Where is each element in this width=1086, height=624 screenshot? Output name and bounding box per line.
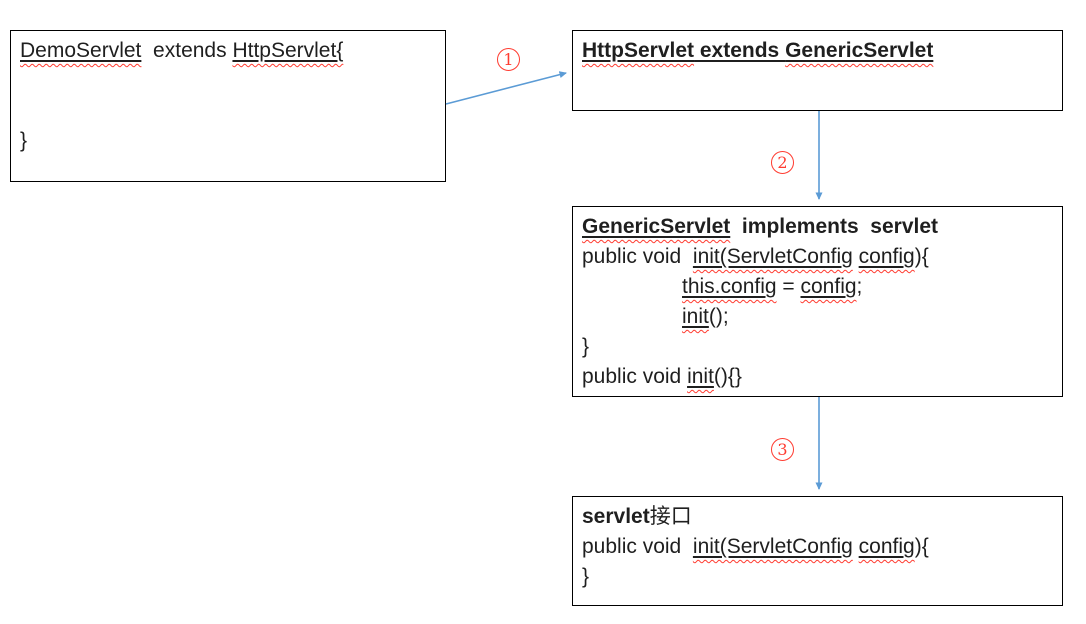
code-segment: = <box>776 275 801 298</box>
code-segment: extends <box>694 39 786 62</box>
step-1-label: 1 <box>503 49 514 69</box>
code-segment: DemoServlet <box>20 39 141 62</box>
spellcheck-squiggle: config <box>858 535 915 558</box>
code-line: } <box>582 332 1053 362</box>
code-line: DemoServlet extends HttpServlet{ <box>20 36 436 66</box>
code-segment: GenericServlet <box>582 215 730 238</box>
code-segment: implements servlet <box>730 215 939 238</box>
code-line: public void init(ServletConfig config){ <box>582 532 1053 562</box>
code-line: this.config = config; <box>582 272 1053 302</box>
spellcheck-squiggle: init <box>687 365 714 388</box>
code-line: } <box>20 126 436 156</box>
step-3-label: 3 <box>777 439 788 459</box>
spellcheck-squiggle: config <box>800 275 857 298</box>
code-line: public void init(){} <box>582 362 1053 392</box>
code-segment: this.config <box>682 275 777 298</box>
code-segment: servlet <box>582 505 650 528</box>
code-line: } <box>582 562 1053 592</box>
code-segment: config <box>859 245 915 268</box>
code-segment: (); <box>708 305 729 328</box>
demo-servlet-box: DemoServlet extends HttpServlet{ } <box>10 30 446 182</box>
code-segment: ; <box>856 275 863 298</box>
step-3-badge: 3 <box>771 438 794 461</box>
code-line <box>20 66 436 96</box>
code-segment: public void <box>582 365 688 388</box>
code-segment: } <box>20 129 28 152</box>
code-segment: init(ServletConfig <box>693 535 853 558</box>
spellcheck-squiggle: config <box>858 245 915 268</box>
code-segment: ){ <box>914 535 929 558</box>
spellcheck-squiggle: GenericServlet <box>582 215 731 238</box>
code-line: HttpServlet extends GenericServlet <box>582 36 1053 66</box>
code-line: servlet接口 <box>582 502 1053 532</box>
spellcheck-squiggle: HttpServlet <box>582 39 695 62</box>
code-segment: init <box>682 305 709 328</box>
code-segment: public void <box>582 535 693 558</box>
step-1-badge: 1 <box>497 48 520 71</box>
arrow-1-demo-to-http <box>445 71 567 105</box>
spellcheck-squiggle: init <box>682 305 709 328</box>
code-segment: } <box>582 565 590 588</box>
code-segment: 接口 <box>649 505 692 528</box>
code-segment: (){} <box>713 365 742 388</box>
spellcheck-squiggle: init(ServletConfig <box>692 535 853 558</box>
spellcheck-squiggle: this.config <box>682 275 777 298</box>
code-segment: config <box>801 275 857 298</box>
http-servlet-box: HttpServlet extends GenericServlet <box>572 30 1063 111</box>
code-segment: init <box>687 365 714 388</box>
spellcheck-squiggle: DemoServlet <box>20 39 142 62</box>
step-2-label: 2 <box>777 152 788 172</box>
code-segment: HttpServlet{ <box>232 39 343 62</box>
code-segment: public void <box>582 245 693 268</box>
code-line: init(); <box>582 302 1053 332</box>
code-segment: extends <box>141 39 233 62</box>
step-2-badge: 2 <box>771 151 794 174</box>
code-segment: config <box>859 535 915 558</box>
code-segment: ){ <box>914 245 929 268</box>
code-line <box>20 96 436 126</box>
code-segment: HttpServlet <box>582 39 694 62</box>
spellcheck-squiggle: HttpServlet{ <box>232 39 344 62</box>
code-line: public void init(ServletConfig config){ <box>582 242 1053 272</box>
code-segment: } <box>582 335 590 358</box>
spellcheck-squiggle: GenericServlet <box>785 39 934 62</box>
code-segment: init(ServletConfig <box>693 245 853 268</box>
spellcheck-squiggle: init(ServletConfig <box>692 245 853 268</box>
code-line: GenericServlet implements servlet <box>582 212 1053 242</box>
code-segment: GenericServlet <box>785 39 933 62</box>
